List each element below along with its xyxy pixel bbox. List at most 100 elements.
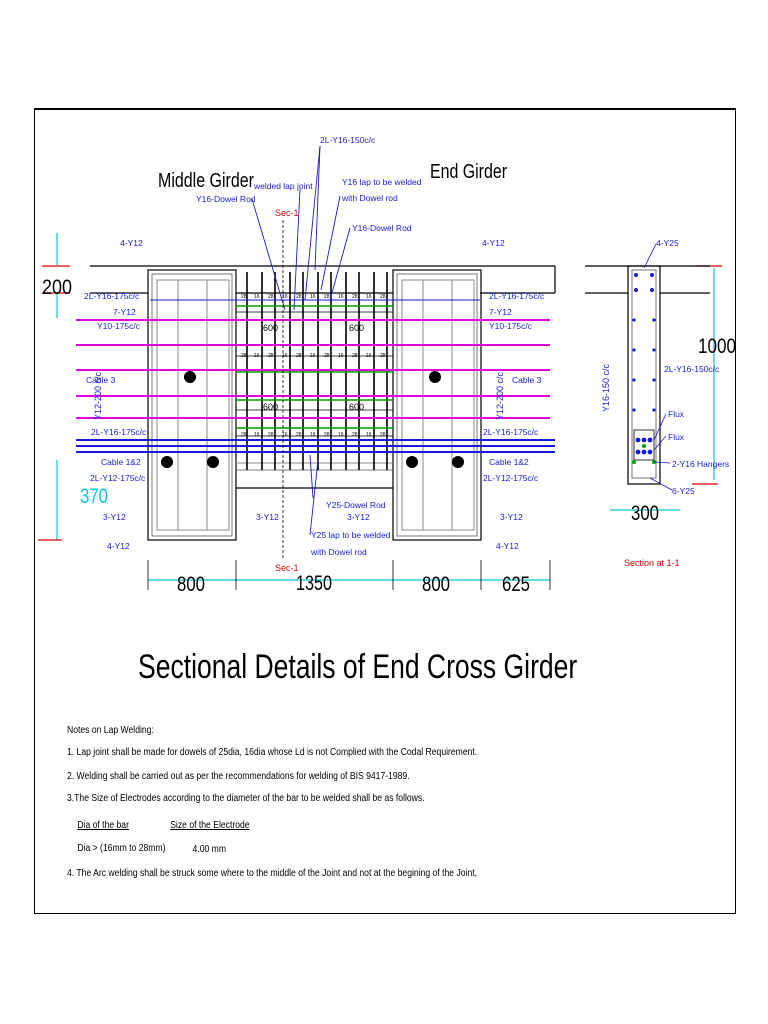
right-2l-y12-label: 2L-Y12-175c/c — [483, 473, 539, 483]
section-6y25-label: 6-Y25 — [672, 486, 695, 496]
right-7y12-label: 7-Y12 — [489, 307, 512, 317]
mesh-tag: 16 — [338, 432, 344, 438]
section-1-1 — [585, 265, 710, 485]
section-4y25-label: 4-Y25 — [656, 238, 679, 248]
y16-dowel-right-label: Y16-Dowel Rod — [352, 223, 412, 233]
left-y10-label: Y10-175c/c — [97, 321, 141, 331]
dim-600-a: 600 — [263, 323, 278, 333]
sec-top-label: Sec-1 — [275, 208, 299, 218]
left-2l-y16-175-top-label: 2L-Y16-175c/c — [84, 291, 140, 301]
red-ticks — [38, 265, 722, 541]
dim-1350: 1350 — [296, 572, 332, 595]
y25-lap-label-2: with Dowel rod — [310, 547, 367, 557]
table-cell-size: 4.00 mm — [192, 844, 227, 855]
mesh-tag: 28 — [324, 432, 330, 438]
y16-lap-label-2: with Dowel rod — [341, 193, 398, 203]
drawing-title: Sectional Details of End Cross Girder — [138, 648, 578, 686]
mesh-tag: 28 — [380, 294, 386, 300]
section-flux-2-label: Flux — [668, 432, 685, 442]
mid-3y12-left-label: 3-Y12 — [256, 512, 279, 522]
table-cell-dia: Dia > (16mm to 28mm) — [77, 843, 166, 854]
cable3-left-label: Cable 3 — [86, 375, 116, 385]
dim-200: 200 — [42, 276, 72, 299]
section-caption: Section at 1-1 — [624, 558, 680, 568]
mesh-tag: 28 — [296, 294, 302, 300]
green-bars — [236, 305, 393, 453]
welded-lap-label: welded lap joint — [253, 181, 313, 191]
note-1: 1. Lap joint shall be made for dowels of… — [67, 747, 478, 758]
dim-370: 370 — [80, 485, 108, 508]
mesh-tag: 28 — [352, 432, 358, 438]
mesh-tag: 16 — [310, 432, 316, 438]
mesh-tag: 16 — [254, 294, 260, 300]
mesh-tag: 28 — [296, 353, 302, 359]
blue-bars — [76, 299, 555, 453]
mesh-tag: 16 — [338, 294, 344, 300]
right-3y12-label: 3-Y12 — [500, 512, 523, 522]
mesh-tag: 28 — [352, 353, 358, 359]
mesh-tag: 28 — [380, 353, 386, 359]
cable-dots — [161, 371, 464, 468]
top-4y12-left-label: 4-Y12 — [120, 238, 143, 248]
mesh-tag: 16 — [366, 432, 372, 438]
table-header-dia: Dia of the bar — [77, 820, 129, 831]
mesh-tag: 16 — [282, 294, 288, 300]
section-hangers-label: 2-Y16 Hangers — [672, 459, 729, 469]
section-y16-150-label: Y16-150 c/c — [601, 363, 611, 412]
dim-600-b: 600 — [349, 323, 364, 333]
notes-heading: Notes on Lap Welding: — [67, 725, 154, 736]
left-2l-y16-175-mid-label: 2L-Y16-175c/c — [91, 427, 147, 437]
left-3y12-label: 3-Y12 — [103, 512, 126, 522]
mesh-tag: 16 — [366, 294, 372, 300]
mesh-tag: 28 — [324, 294, 330, 300]
section-leaders — [643, 243, 673, 491]
mid-3y12-right-label: 3-Y12 — [347, 512, 370, 522]
leader-lines — [251, 145, 351, 536]
drawing-sheet-border — [34, 108, 736, 914]
dim-600-d: 600 — [349, 402, 364, 412]
cross-girder-mesh-horizontals — [236, 311, 393, 437]
mesh-tag: 28 — [268, 432, 274, 438]
note-3: 3.The Size of Electrodes according to th… — [67, 793, 425, 804]
section-2l-y16-150-label: 2L-Y16-150c/c — [664, 364, 720, 374]
mesh-tag: 16 — [338, 353, 344, 359]
end-girder-heading: End Girder — [430, 161, 507, 183]
mesh-tag: 28 — [352, 294, 358, 300]
y25-dowel-label: Y25-Dowel Rod — [326, 500, 386, 510]
top-bar-label: 2L-Y16-150c/c — [320, 135, 376, 145]
girder-outlines — [90, 265, 556, 541]
dimension-ticks — [147, 560, 551, 590]
left-2l-y12-label: 2L-Y12-175c/c — [90, 473, 146, 483]
right-2l-y16-175-top-label: 2L-Y16-175c/c — [489, 291, 545, 301]
dim-600-c: 600 — [263, 402, 278, 412]
y12-200-left-label: Y12-200 c/c — [93, 371, 103, 420]
y12-200-right-label: Y12-200 c/c — [495, 371, 505, 420]
cable12-left-label: Cable 1&2 — [101, 457, 141, 467]
sec-bottom-label: Sec-1 — [275, 563, 299, 573]
stirrup-cages — [156, 279, 475, 531]
section-bars — [632, 273, 656, 455]
dim-800-b: 800 — [422, 573, 450, 596]
cable12-right-label: Cable 1&2 — [489, 457, 529, 467]
mesh-tag: 28 — [296, 432, 302, 438]
mesh-tag: 16 — [310, 353, 316, 359]
mesh-tag: 28 — [241, 353, 247, 359]
section-dim-1000: 1000 — [698, 335, 736, 358]
note-2: 2. Welding shall be carried out as per t… — [67, 771, 410, 782]
mesh-tag: 16 — [282, 432, 288, 438]
note-4: 4. The Arc welding shall be struck some … — [67, 868, 478, 879]
mesh-tag: 28 — [241, 432, 247, 438]
table-header-electrode: Size of the Electrode — [170, 820, 250, 831]
bottom-4y12-left-label: 4-Y12 — [107, 541, 130, 551]
bottom-4y12-right-label: 4-Y12 — [496, 541, 519, 551]
top-4y12-right-label: 4-Y12 — [482, 238, 505, 248]
cable3-right-label: Cable 3 — [512, 375, 542, 385]
mesh-tag: 28 — [241, 294, 247, 300]
right-2l-y16-175-mid-label: 2L-Y16-175c/c — [483, 427, 539, 437]
y16-lap-label-1: Y16 lap to be welded — [342, 177, 422, 187]
section-flux-1-label: Flux — [668, 409, 685, 419]
mesh-tag: 28 — [268, 353, 274, 359]
magenta-bars — [76, 319, 550, 419]
mesh-tag: 16 — [310, 294, 316, 300]
